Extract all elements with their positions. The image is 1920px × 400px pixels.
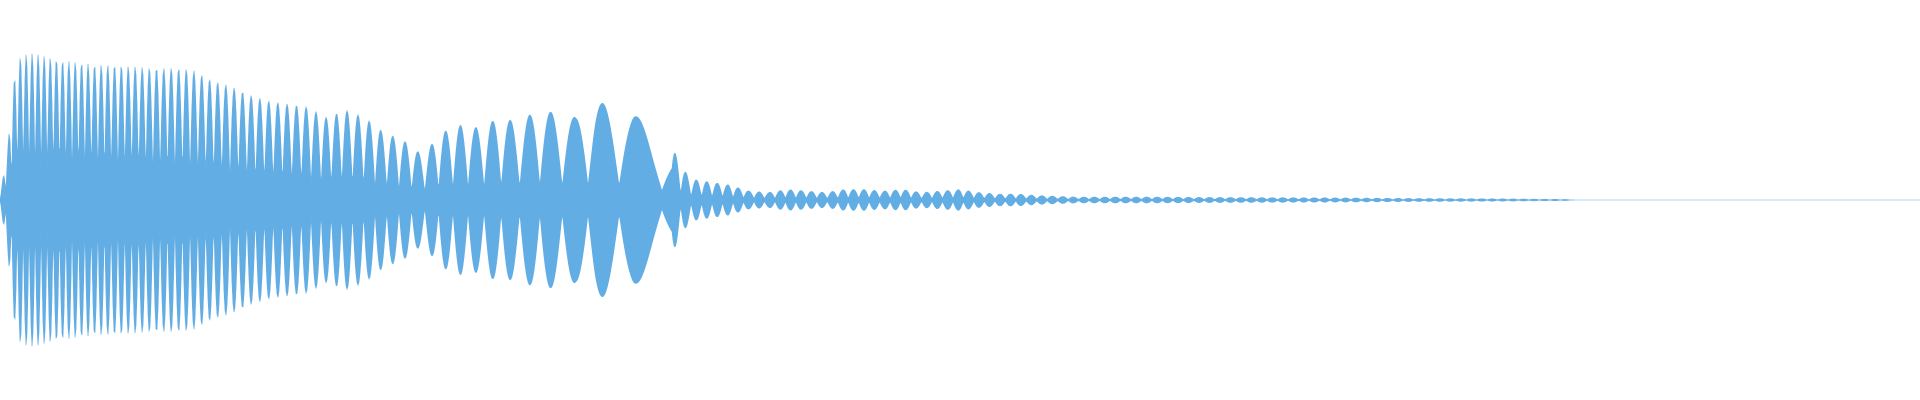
- waveform-path: [0, 53, 1920, 347]
